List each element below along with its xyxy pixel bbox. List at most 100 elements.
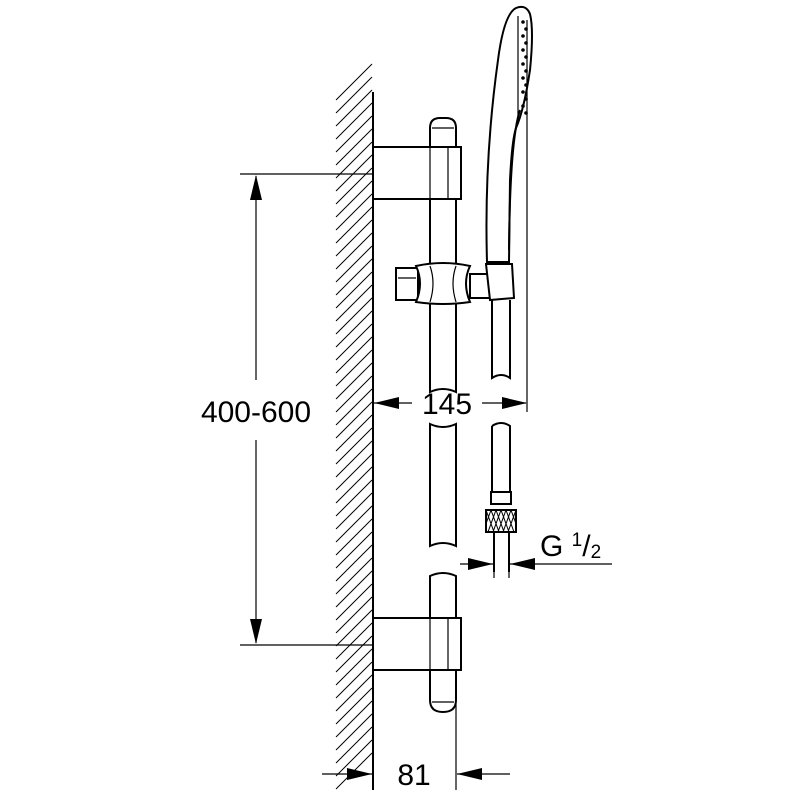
hatch-stroke bbox=[335, 141, 373, 179]
nozzle-dot bbox=[521, 48, 525, 52]
thread-prefix: G bbox=[540, 530, 572, 563]
knurl-stroke bbox=[487, 511, 492, 523]
wall-hatching bbox=[335, 63, 374, 790]
rail-top-cap bbox=[429, 117, 457, 147]
hatch-stroke bbox=[335, 583, 373, 621]
nozzle-dot bbox=[521, 34, 525, 38]
hatch-stroke bbox=[335, 128, 373, 166]
hatch-lines bbox=[335, 63, 373, 790]
nozzle-dot bbox=[521, 104, 525, 108]
holder-cradle bbox=[484, 263, 516, 302]
arrow-up bbox=[250, 175, 262, 200]
upper-wall-bracket bbox=[372, 146, 462, 200]
hatch-stroke bbox=[335, 674, 373, 712]
hatch-stroke bbox=[335, 440, 373, 478]
hatch-stroke bbox=[335, 687, 373, 725]
hatch-stroke bbox=[335, 505, 373, 543]
thread-numerator: 1 bbox=[572, 530, 583, 551]
hatch-stroke bbox=[335, 336, 373, 374]
hatch-stroke bbox=[335, 258, 373, 296]
hatch-stroke bbox=[335, 557, 373, 595]
hatch-stroke bbox=[335, 466, 373, 504]
hatch-stroke bbox=[335, 284, 373, 322]
hatch-stroke bbox=[335, 661, 373, 699]
hatch-stroke bbox=[335, 297, 373, 335]
slider-lock-button bbox=[395, 267, 419, 301]
hatch-stroke bbox=[335, 531, 373, 569]
rail-bottom-cap bbox=[429, 670, 457, 714]
rail-segment-a bbox=[429, 300, 457, 394]
hatch-stroke bbox=[335, 388, 373, 426]
hatch-stroke bbox=[335, 700, 373, 738]
knurl-stroke bbox=[505, 511, 515, 531]
projection-label: 145 bbox=[422, 388, 472, 421]
knurl-stroke bbox=[507, 511, 515, 531]
wall-offset-label: 81 bbox=[397, 759, 430, 792]
hatch-stroke bbox=[335, 271, 373, 309]
hatch-stroke bbox=[335, 115, 373, 153]
shower-rail bbox=[429, 117, 457, 714]
thread-label: G 1/2 bbox=[540, 530, 601, 563]
hatch-stroke bbox=[335, 609, 373, 647]
knurl-stroke bbox=[492, 511, 502, 531]
hatch-stroke bbox=[335, 518, 373, 556]
hatch-stroke bbox=[335, 479, 373, 517]
arrow-thread-left bbox=[468, 558, 493, 570]
hatch-stroke bbox=[335, 544, 373, 582]
hatch-stroke bbox=[335, 102, 373, 140]
hatch-stroke bbox=[335, 180, 373, 218]
hatch-stroke bbox=[335, 492, 373, 530]
hatch-stroke bbox=[335, 635, 373, 673]
hose-upper bbox=[491, 300, 511, 380]
lower-bracket-body bbox=[372, 617, 462, 671]
slider-holder bbox=[395, 262, 516, 305]
upper-bracket-body bbox=[372, 146, 462, 200]
arrow-offset-right bbox=[457, 768, 482, 780]
knurl-stroke bbox=[495, 511, 505, 531]
hatch-stroke bbox=[335, 375, 373, 413]
hatch-stroke bbox=[335, 232, 373, 270]
lower-wall-bracket bbox=[372, 617, 462, 671]
hatch-stroke bbox=[335, 219, 373, 257]
hatch-stroke bbox=[335, 63, 373, 101]
rail-upper-segment bbox=[429, 199, 457, 270]
nozzle-dot bbox=[521, 62, 525, 66]
hatch-stroke bbox=[335, 739, 373, 777]
slider-body bbox=[414, 262, 472, 305]
nozzle-dot bbox=[521, 20, 525, 24]
arrow-down bbox=[250, 619, 262, 644]
knurl-stroke bbox=[497, 511, 507, 531]
hatch-stroke bbox=[335, 245, 373, 283]
dimension-wall-offset: 81 bbox=[322, 704, 510, 792]
hatch-stroke bbox=[335, 362, 373, 400]
hatch-stroke bbox=[335, 427, 373, 465]
hatch-stroke bbox=[335, 713, 373, 751]
knurl-stroke bbox=[478, 510, 486, 532]
hatch-stroke bbox=[335, 570, 373, 608]
hatch-stroke bbox=[335, 453, 373, 491]
thread-denominator: 2 bbox=[591, 542, 602, 563]
hatch-stroke bbox=[335, 310, 373, 348]
knurl-stroke bbox=[487, 511, 497, 531]
dimension-height: 400-600 bbox=[201, 173, 372, 646]
knurling-pattern bbox=[478, 510, 515, 532]
hatch-stroke bbox=[335, 401, 373, 439]
hatch-stroke bbox=[335, 154, 373, 192]
hose-lower bbox=[491, 422, 511, 494]
hand-shower bbox=[485, 5, 533, 263]
knurl-stroke bbox=[487, 511, 495, 531]
hose-ferrule bbox=[490, 491, 512, 505]
arrow-offset-left bbox=[347, 768, 372, 780]
hatch-stroke bbox=[335, 726, 373, 764]
hatch-stroke bbox=[335, 89, 373, 127]
arrow-right bbox=[502, 397, 527, 409]
hatch-stroke bbox=[335, 648, 373, 686]
hatch-stroke bbox=[335, 414, 373, 452]
hatch-stroke bbox=[335, 596, 373, 634]
dimension-thread: G 1/2 bbox=[460, 530, 612, 578]
knurl-stroke bbox=[510, 511, 515, 523]
hatch-stroke bbox=[335, 622, 373, 660]
knurl-stroke bbox=[502, 511, 512, 531]
